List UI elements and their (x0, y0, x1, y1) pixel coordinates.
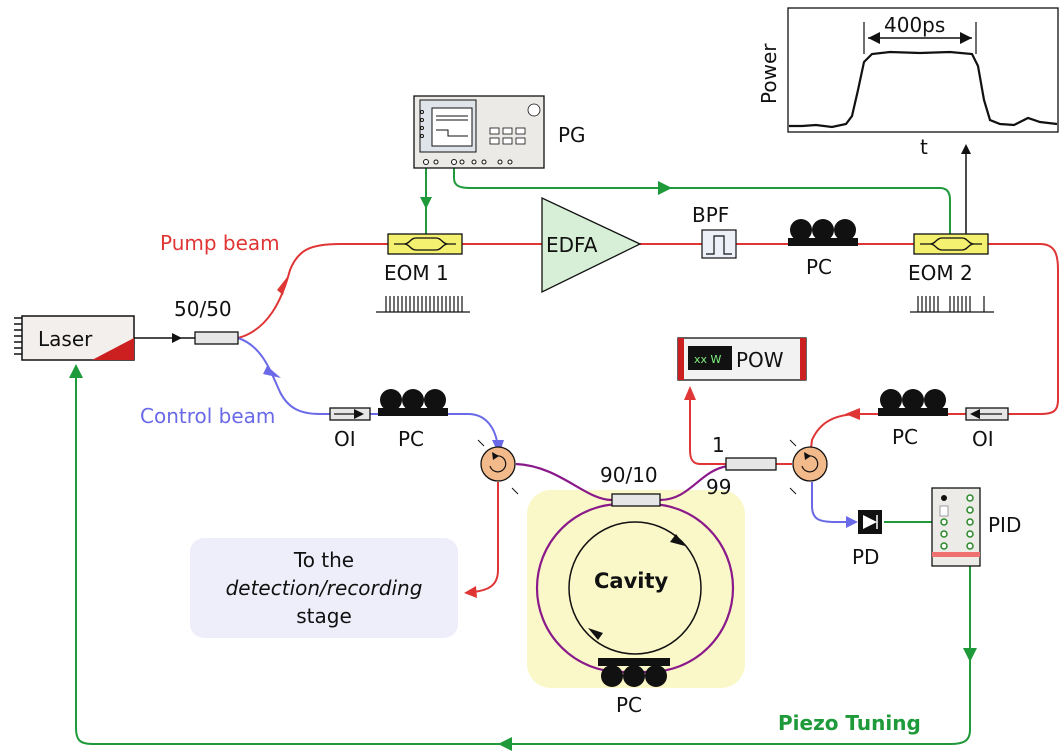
detection-arrow (464, 586, 477, 598)
pc-right-label: PC (892, 425, 918, 449)
pg-to-eom2-line (453, 166, 951, 234)
detection-fiber (473, 482, 499, 593)
eom1-label: EOM 1 (384, 261, 449, 285)
pump-arrow-marker (277, 276, 288, 295)
pc-control[interactable] (378, 389, 448, 416)
photodiode[interactable] (858, 510, 882, 534)
tap-99-label: 99 (706, 475, 731, 499)
laser-label: Laser (38, 327, 93, 351)
cavity-circulation (568, 521, 702, 655)
bpf[interactable] (701, 229, 737, 259)
pump-fiber-oi-circ (809, 413, 966, 457)
circulator-right-marks (789, 439, 797, 495)
pd-label: PD (852, 545, 879, 569)
inset-plot: 400ps Power t (757, 7, 1059, 159)
oi-left-label: OI (334, 427, 356, 451)
pow-label: POW (736, 348, 784, 372)
tap-coupler (725, 457, 777, 471)
detection-note-line2: detection/recording (225, 576, 423, 600)
pump-arrow-circ (845, 408, 860, 420)
eom1[interactable] (387, 233, 463, 255)
pc-cavity-label: PC (616, 693, 642, 717)
pc-control-label: PC (398, 427, 424, 451)
pd-fiber (811, 482, 852, 523)
pulse-generator[interactable] (413, 95, 545, 169)
pid-label: PID (988, 513, 1021, 537)
inset-xlabel: t (920, 135, 928, 159)
edfa[interactable]: EDFA (541, 196, 642, 294)
pow-screen-value: xx W (694, 353, 722, 366)
detection-note-line3: stage (296, 604, 352, 628)
pow-arrow (684, 386, 696, 400)
cavity-arrow-1 (670, 534, 685, 546)
edfa-label: EDFA (546, 233, 598, 257)
piezo-arrow-up (69, 364, 83, 378)
power-meter[interactable]: xx W POW (677, 337, 807, 381)
coupler-90-10-label: 90/10 (600, 463, 658, 487)
pd-arrow (846, 516, 858, 528)
circulator-left[interactable] (480, 446, 516, 482)
detection-note-line1: To the (293, 548, 355, 572)
control-arrow-marker (263, 366, 281, 378)
cavity-fiber-left (515, 462, 613, 502)
control-fiber-pc-circ (446, 413, 499, 449)
inset-width-annotation: 400ps (884, 13, 945, 37)
pump-fiber-eom2-down (988, 243, 1059, 415)
pg-to-eom2-arrow (658, 181, 672, 195)
pid-controller[interactable] (931, 487, 981, 567)
splitter-50-50-label: 50/50 (174, 297, 232, 321)
splitter-50-50 (194, 331, 239, 345)
tap-fiber-pow (689, 396, 726, 465)
cavity-label: Cavity (594, 569, 669, 593)
piezo-arrow-left (498, 737, 512, 751)
circulator-left-marks (477, 439, 519, 495)
pump-fiber-up (237, 243, 388, 339)
bpf-label: BPF (692, 203, 729, 227)
tap-1-label: 1 (712, 433, 725, 457)
inset-pulse-trace (789, 50, 1058, 129)
eom1-pulse-train (376, 296, 470, 313)
pc-top[interactable] (788, 219, 858, 246)
control-beam-label: Control beam (140, 404, 275, 428)
cavity-arrow-2 (588, 628, 603, 640)
piezo-feedback-line (75, 370, 971, 745)
piezo-arrow-down (963, 648, 977, 662)
pc-top-label: PC (806, 255, 832, 279)
eom2[interactable] (913, 233, 989, 255)
eom2-pulse-train (910, 296, 994, 313)
inset-ylabel: Power (757, 43, 781, 104)
laser[interactable]: Laser (14, 315, 135, 361)
oi-left[interactable] (329, 407, 371, 421)
oi-right-label: OI (972, 427, 994, 451)
circulator-right[interactable] (792, 446, 828, 482)
control-fiber-down (237, 337, 330, 415)
detection-note: To the detection/recording stage (190, 538, 458, 638)
pump-beam-label: Pump beam (160, 231, 280, 255)
eom2-label: EOM 2 (908, 261, 973, 285)
pg-label: PG (558, 123, 586, 147)
pc-cavity[interactable] (598, 658, 670, 687)
cavity-background (527, 490, 745, 688)
piezo-tuning-label: Piezo Tuning (778, 711, 921, 735)
coupler-90-10 (611, 493, 661, 507)
oi-right[interactable] (965, 407, 1009, 421)
cavity-fiber-right (659, 464, 729, 502)
pc-right[interactable] (878, 389, 948, 416)
